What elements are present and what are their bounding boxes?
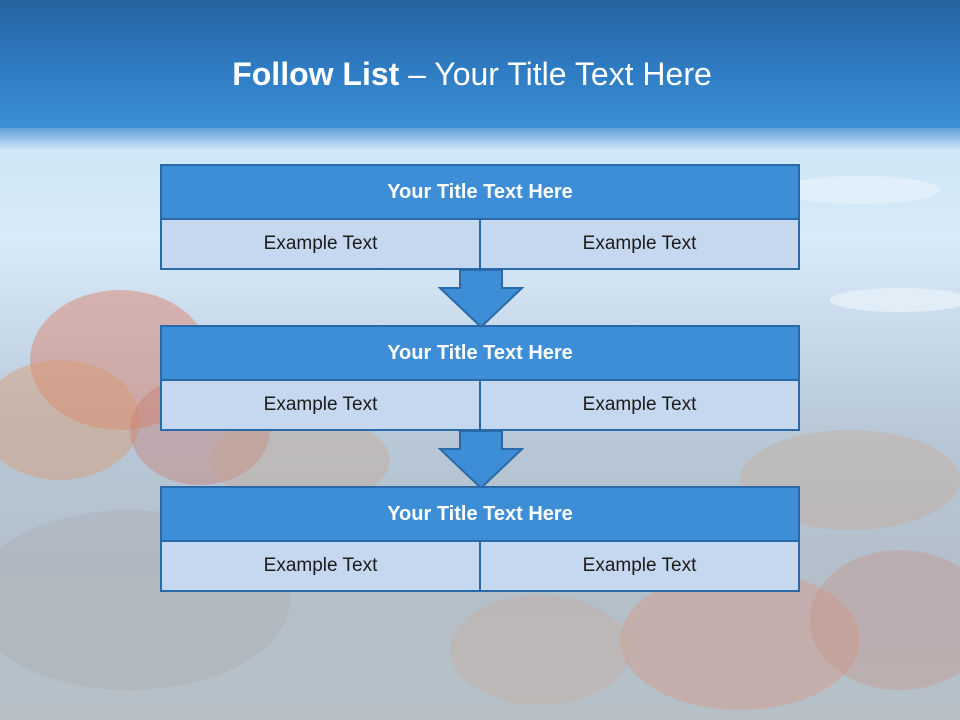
step-cell-right: Example Text bbox=[479, 542, 798, 590]
title-banner bbox=[0, 0, 960, 128]
step-row: Example Text Example Text bbox=[160, 220, 800, 270]
slide-title: Follow List – Your Title Text Here bbox=[0, 56, 944, 93]
step-3: Your Title Text Here Example Text Exampl… bbox=[160, 486, 800, 592]
step-title: Your Title Text Here bbox=[160, 325, 800, 381]
slide-title-dash: – bbox=[399, 56, 435, 92]
step-cell-left: Example Text bbox=[162, 381, 479, 429]
step-title: Your Title Text Here bbox=[160, 164, 800, 220]
step-1: Your Title Text Here Example Text Exampl… bbox=[160, 164, 800, 270]
down-arrow-icon bbox=[438, 431, 524, 489]
step-2: Your Title Text Here Example Text Exampl… bbox=[160, 325, 800, 431]
step-cell-left: Example Text bbox=[162, 542, 479, 590]
slide-title-bold: Follow List bbox=[232, 56, 400, 92]
step-row: Example Text Example Text bbox=[160, 542, 800, 592]
step-title: Your Title Text Here bbox=[160, 486, 800, 542]
step-cell-right: Example Text bbox=[479, 381, 798, 429]
down-arrow-icon bbox=[438, 270, 524, 328]
step-cell-left: Example Text bbox=[162, 220, 479, 268]
step-row: Example Text Example Text bbox=[160, 381, 800, 431]
step-cell-right: Example Text bbox=[479, 220, 798, 268]
slide-title-rest: Your Title Text Here bbox=[434, 56, 712, 92]
